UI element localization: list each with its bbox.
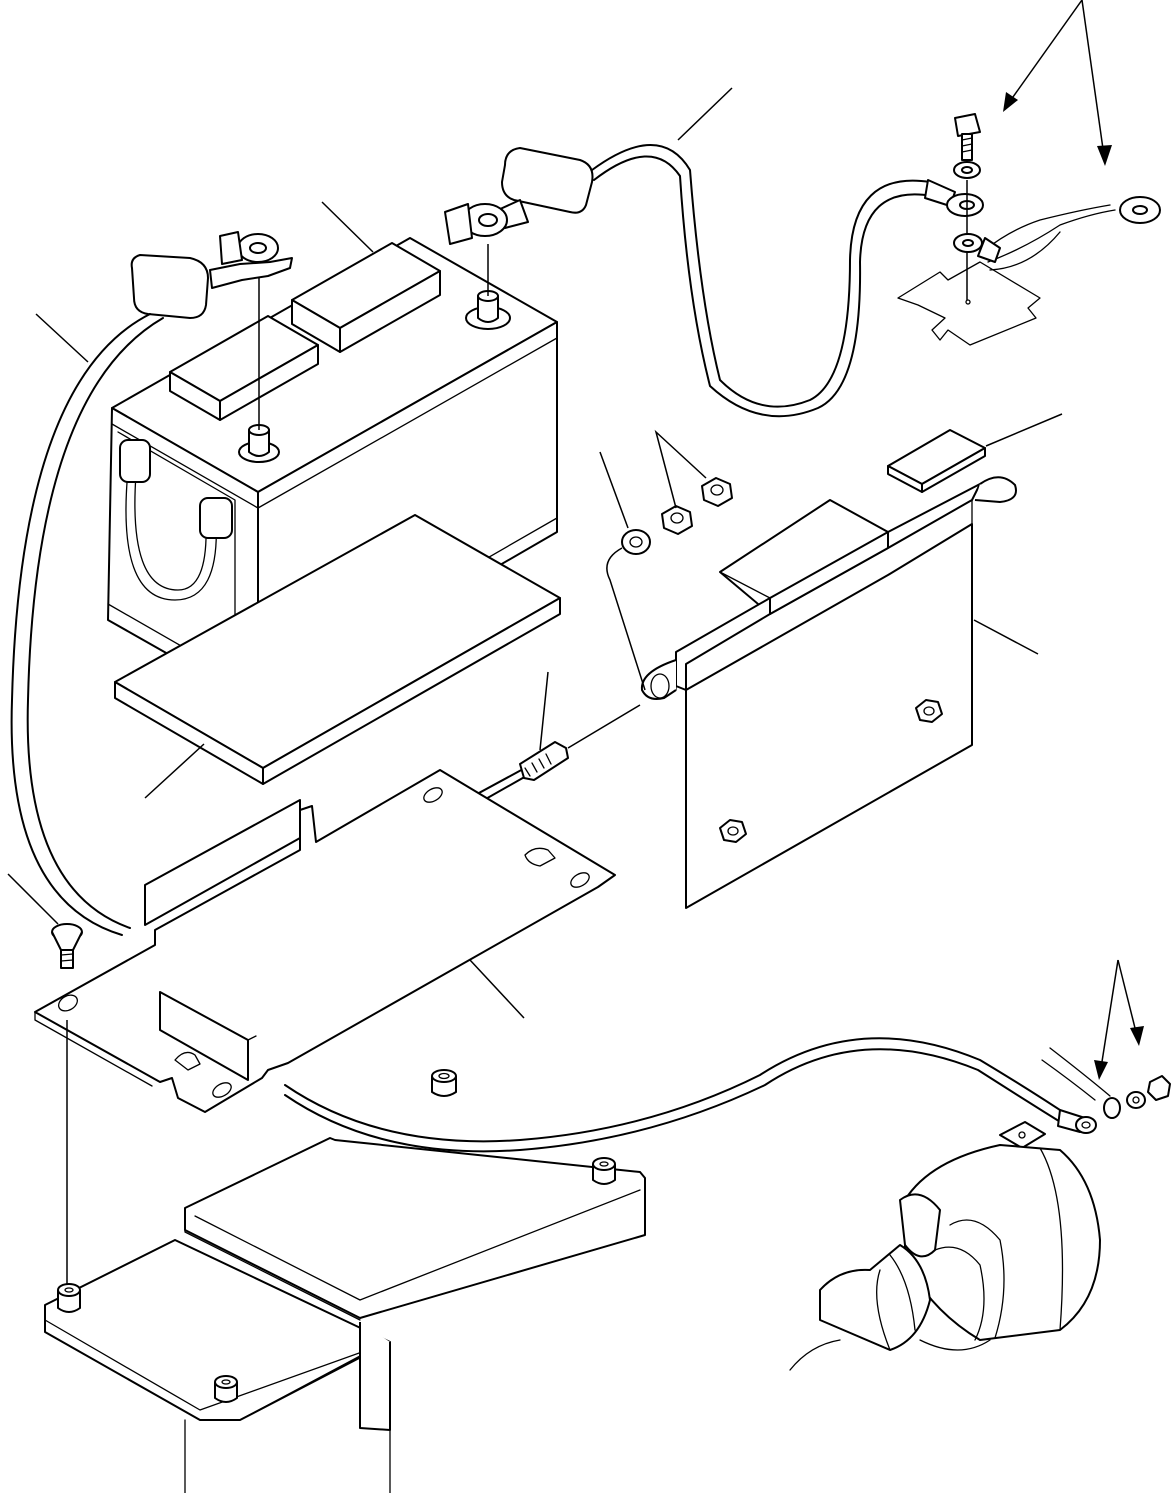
bracket-nut-1 <box>915 699 943 723</box>
starter-cable <box>284 1037 1171 1153</box>
negative-cable <box>10 231 293 936</box>
frame-boss-3 <box>592 1157 616 1185</box>
ground-strap <box>977 196 1161 271</box>
base-frame <box>44 1137 646 1493</box>
battery-vent-cap-2 <box>291 242 441 353</box>
battery-terminal-negative <box>238 424 280 463</box>
bracket-rubber-pad <box>887 429 986 493</box>
frame-boss-2 <box>214 1375 238 1403</box>
rod-hardware <box>606 477 733 691</box>
positive-cable <box>444 144 984 418</box>
battery-terminal-positive <box>465 290 511 330</box>
bracket-nut-2 <box>719 819 747 843</box>
battery-pad <box>114 514 561 785</box>
hold-down-bracket <box>640 476 1017 909</box>
tray-screw <box>51 923 83 1290</box>
starter-motor <box>789 1121 1101 1371</box>
callout-arrows <box>1003 0 1144 1080</box>
battery-tray <box>34 769 616 1113</box>
battery-vent-cap-1 <box>169 315 319 421</box>
ground-bolt <box>953 113 983 300</box>
tray-spacer <box>431 1069 457 1097</box>
frame-boss-1 <box>57 1283 81 1313</box>
callout-leaders <box>7 87 1063 1019</box>
ground-mount-surface <box>897 261 1041 346</box>
